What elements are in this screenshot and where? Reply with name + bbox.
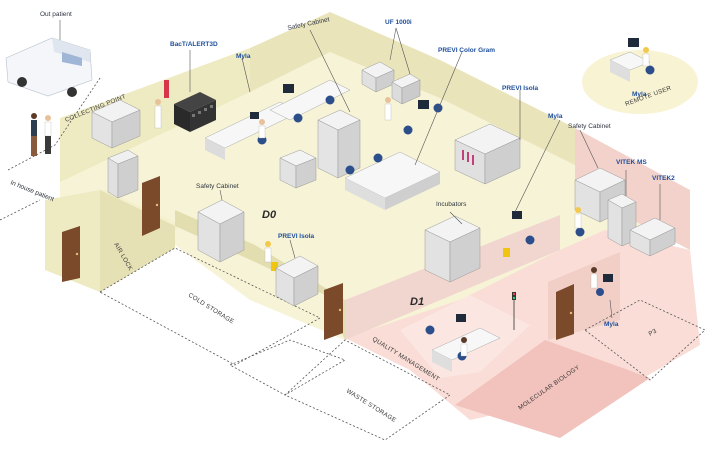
door-molecular[interactable] — [556, 284, 574, 340]
label-uf1000i: UF 1000i — [385, 19, 412, 26]
equipment — [91, 38, 676, 372]
label-previ-isola-left: PREVI Isola — [278, 233, 315, 240]
label-incubators: Incubators — [436, 201, 467, 208]
fridge-unit — [107, 149, 139, 199]
label-myla-top: Myla — [236, 53, 251, 60]
label-previ-color-gram: PREVI Color Gram — [438, 47, 495, 54]
previ-isola-left-unit — [275, 255, 319, 307]
pointer-lines — [59, 20, 661, 319]
label-safety-cabinet-right: Safety Cabinet — [568, 123, 611, 130]
label-myla-remote: Myla — [632, 91, 647, 98]
label-cold-storage: COLD STORAGE — [187, 292, 235, 326]
door-air-lock[interactable] — [62, 226, 80, 282]
bench-center — [344, 151, 441, 210]
lower-bay-outline — [229, 339, 346, 396]
analyzer-small — [279, 149, 317, 189]
bench-top-center — [269, 79, 351, 121]
door-collecting[interactable] — [142, 176, 160, 236]
wall-back-right — [250, 12, 575, 165]
label-p3: P3 — [648, 327, 659, 337]
person-remote — [642, 47, 650, 67]
label-zone-d0: D0 — [262, 209, 277, 221]
label-myla-bottom: Myla — [604, 321, 619, 328]
monitors — [250, 38, 639, 322]
label-out-patient: Out patient — [40, 11, 72, 18]
door-center[interactable] — [324, 283, 343, 340]
incubators-unit — [424, 215, 481, 283]
label-waste-storage: WASTE STORAGE — [345, 388, 398, 424]
label-zone-d1: D1 — [410, 296, 424, 308]
yellow-bin-2 — [271, 262, 278, 271]
label-safety-cabinet-left: Safety Cabinet — [196, 183, 239, 190]
label-previ-isola-right: PREVI Isola — [502, 85, 539, 92]
person-lab-tech-4 — [574, 207, 582, 229]
uf1000i-unit — [361, 61, 421, 105]
people — [31, 47, 650, 357]
p3-outline — [584, 299, 706, 381]
person-outpatient-2 — [44, 115, 52, 154]
vitek2-unit — [629, 217, 676, 257]
safety-cabinet-top — [317, 109, 361, 179]
wall-right — [575, 128, 690, 250]
person-lab-tech-5 — [590, 267, 598, 289]
red-rack — [164, 80, 169, 98]
status-light — [512, 292, 516, 330]
van-icon — [5, 37, 93, 97]
safety-cabinet-left-unit — [197, 199, 245, 263]
label-in-house-patient: In house patient — [9, 179, 55, 203]
floor-molecular-biology — [455, 340, 650, 438]
vitek-ms-unit — [607, 193, 637, 247]
person-outpatient-1 — [31, 113, 37, 156]
yellow-bin-1 — [503, 248, 510, 257]
person-collector — [154, 99, 162, 129]
person-lab-tech-1 — [258, 119, 266, 139]
cold-storage-outline — [99, 247, 321, 366]
remote-desk — [609, 51, 651, 82]
wall-air-lock-side — [100, 190, 175, 292]
person-qm — [460, 337, 468, 357]
collecting-cabinet — [91, 99, 141, 149]
bact-alert-unit — [174, 92, 216, 132]
label-myla-right: Myla — [548, 113, 563, 120]
label-bact-alert: BacT/ALERT3D — [170, 41, 218, 48]
label-vitek-ms: VITEK MS — [616, 159, 647, 166]
label-vitek2: VITEK2 — [652, 175, 675, 182]
previ-isola-right-unit — [454, 123, 521, 185]
dashed-rooms — [0, 77, 706, 441]
doors — [62, 176, 574, 340]
entrance-outline — [7, 77, 101, 171]
entrance-outline-2 — [0, 199, 41, 221]
person-lab-tech-2 — [384, 97, 392, 121]
person-lab-tech-3 — [264, 241, 272, 263]
